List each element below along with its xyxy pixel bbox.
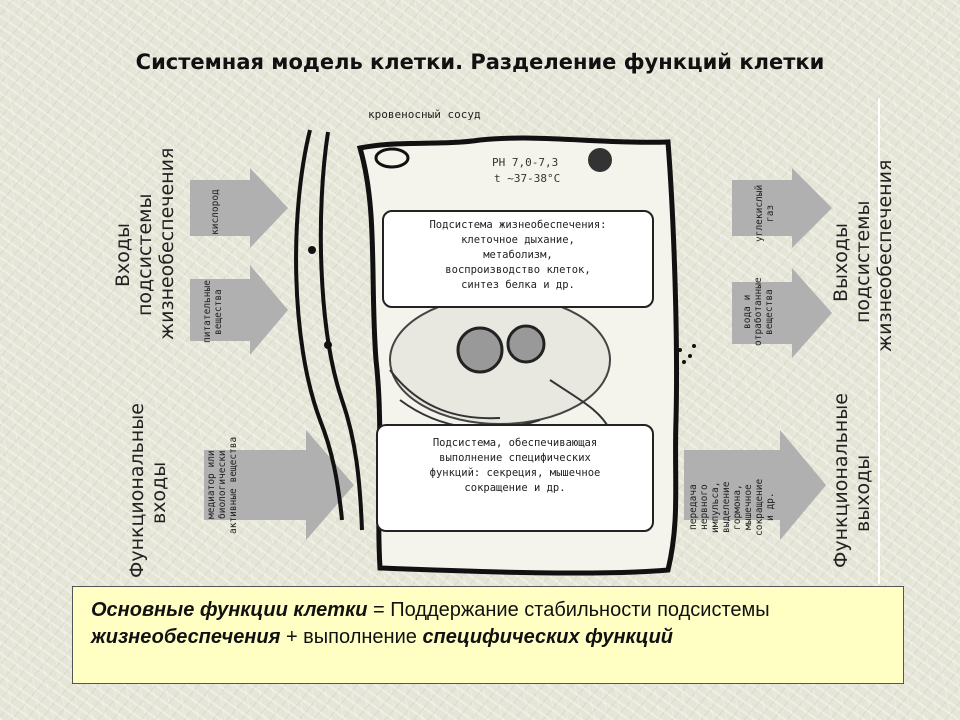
functional-inputs-label: Функциональные входы <box>126 403 170 578</box>
specific-function-box: Подсистема, обеспечивающая выполнение сп… <box>376 424 654 532</box>
waste-label: вода и отработанные вещества <box>742 277 775 347</box>
co2-label: углекислый газ <box>754 184 776 242</box>
oxygen-arrow <box>190 168 288 248</box>
life-support-line: клеточное дыхание, <box>461 234 575 246</box>
specific-function-line: сокращение и др. <box>464 482 566 494</box>
summary-term: специфических функций <box>422 626 674 648</box>
mediator-label: медиатор или биологически активные вещес… <box>206 436 239 534</box>
transmission-arrow <box>684 430 826 540</box>
summary-text: + выполнение <box>280 626 423 648</box>
nutrients-label: питательные вещества <box>202 280 224 344</box>
mediator-arrow <box>204 430 354 540</box>
divider-line <box>878 98 880 584</box>
functional-outputs-label: Функциональные выходы <box>830 393 874 568</box>
life-support-box: Подсистема жизнеобеспечения: клеточное д… <box>382 210 654 308</box>
page-title: Системная модель клетки. Разделение функ… <box>135 50 825 74</box>
summary-term: жизнеобеспечения <box>91 626 281 648</box>
summary-text: = Поддержание стабильности подсистемы <box>367 599 770 621</box>
specific-function-line: выполнение специфических <box>439 452 591 464</box>
ph-label: PH 7,0-7,3 <box>492 156 559 169</box>
waste-arrow <box>732 268 832 358</box>
life-support-line: воспроизводство клеток, <box>445 264 591 276</box>
vessel-label: кровеносный сосуд <box>368 108 481 121</box>
specific-function-line: функций: секреция, мышечное <box>429 467 601 479</box>
temperature-label: t ~37-38°C <box>494 172 561 185</box>
life-support-line: синтез белка и др. <box>461 279 575 291</box>
inputs-life-support-label: Входы подсистемы жизнеобеспечения <box>112 147 178 340</box>
specific-function-line: Подсистема, обеспечивающая <box>432 437 598 449</box>
life-support-line: метаболизм, <box>483 249 553 261</box>
nutrients-arrow <box>190 265 288 355</box>
oxygen-label: кислород <box>210 189 221 235</box>
life-support-line: Подсистема жизнеобеспечения: <box>429 219 607 231</box>
summary-term: Основные функции клетки <box>91 599 368 621</box>
summary-box: Основные функции клетки = Поддержание ст… <box>72 586 904 684</box>
co2-arrow <box>732 168 832 248</box>
